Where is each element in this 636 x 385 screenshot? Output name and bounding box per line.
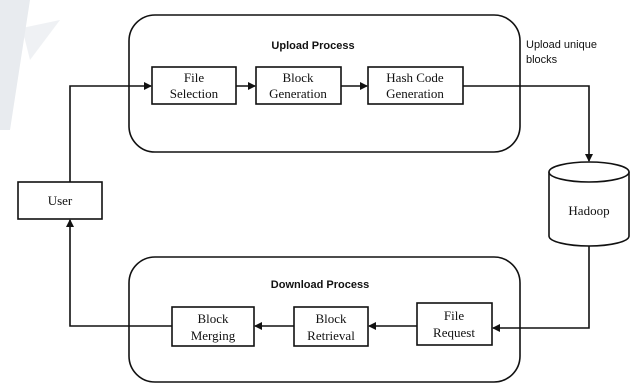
block-generation-line1: Block bbox=[282, 70, 314, 85]
file-selection-line2: Selection bbox=[170, 86, 219, 101]
upload-process-group bbox=[128, 14, 521, 153]
user-label: User bbox=[48, 193, 73, 208]
hash-code-generation-node: Hash Code Generation bbox=[367, 66, 464, 105]
download-process-title: Download Process bbox=[271, 279, 369, 291]
hash-code-generation-line1: Hash Code bbox=[386, 70, 444, 85]
block-retrieval-line1: Block bbox=[315, 311, 347, 326]
block-merging-line2: Merging bbox=[191, 328, 236, 343]
block-retrieval-line2: Retrieval bbox=[307, 328, 355, 343]
file-request-line2: Request bbox=[433, 325, 475, 340]
user-to-file-selection-arrow bbox=[69, 82, 152, 182]
upload-unique-blocks-line1: Upload unique bbox=[526, 39, 597, 51]
background-watermark bbox=[0, 0, 60, 130]
block-merging-line1: Block bbox=[197, 311, 229, 326]
file-request-node: File Request bbox=[416, 302, 493, 346]
hadoop-database-node: Hadoop bbox=[548, 161, 630, 247]
file-selection-node: File Selection bbox=[151, 66, 237, 105]
user-node: User bbox=[17, 181, 103, 220]
upload-unique-blocks-line2: blocks bbox=[526, 54, 558, 66]
block-generation-node: Block Generation bbox=[255, 66, 342, 105]
hadoop-label: Hadoop bbox=[568, 203, 609, 218]
file-request-line1: File bbox=[444, 308, 464, 323]
hadoop-to-file-request-arrow bbox=[492, 246, 590, 332]
upload-process-title: Upload Process bbox=[271, 40, 354, 52]
file-selection-line1: File bbox=[184, 70, 204, 85]
block-generation-line2: Generation bbox=[269, 86, 327, 101]
hash-code-generation-line2: Generation bbox=[386, 86, 444, 101]
download-process-group bbox=[128, 256, 521, 383]
block-merging-to-user-arrow bbox=[66, 219, 172, 327]
block-merging-node: Block Merging bbox=[171, 306, 255, 347]
block-retrieval-node: Block Retrieval bbox=[293, 306, 369, 347]
hash-code-to-hadoop-arrow bbox=[463, 85, 593, 162]
